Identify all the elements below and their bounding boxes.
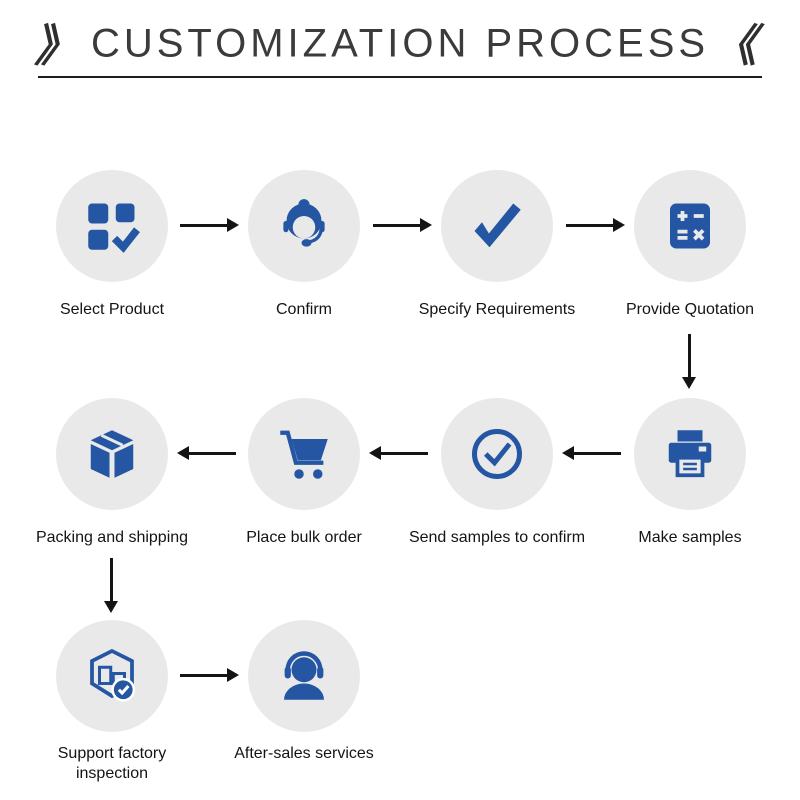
arrow-right-3 — [566, 218, 625, 232]
arrow-right-1 — [180, 218, 239, 232]
package-box-icon — [90, 430, 134, 478]
step-confirm — [248, 170, 360, 282]
checkmark-icon — [474, 203, 521, 248]
step-place-bulk-order — [248, 398, 360, 510]
arrow-right-2 — [373, 218, 432, 232]
product-grid-check-icon — [88, 203, 140, 253]
step-label-after-sales: After-sales services — [234, 745, 374, 762]
title-divider — [38, 76, 762, 78]
title-decor-left: 》 — [31, 22, 88, 71]
page-title: 》CUSTOMIZATION PROCESS《 — [0, 12, 800, 76]
arrow-right-4 — [180, 668, 239, 682]
step-label-provide-quotation: Provide Quotation — [625, 301, 755, 318]
step-label-factory-inspection: Support factory inspection — [57, 745, 167, 782]
customer-service-icon — [283, 199, 325, 247]
step-factory-inspection — [56, 620, 168, 732]
step-label-send-samples: Send samples to confirm — [408, 529, 586, 546]
step-provide-quotation — [634, 170, 746, 282]
title-decor-right: 《 — [709, 22, 767, 71]
step-packing-shipping — [56, 398, 168, 510]
arrow-left-3 — [177, 446, 236, 460]
step-label-select-product: Select Product — [59, 301, 165, 318]
step-label-place-bulk-order: Place bulk order — [246, 529, 362, 546]
calculator-icon — [670, 203, 710, 249]
arrow-down-1 — [682, 334, 696, 389]
step-specify-requirements — [441, 170, 553, 282]
step-send-samples — [441, 398, 553, 510]
step-make-samples — [634, 398, 746, 510]
title-text: CUSTOMIZATION PROCESS — [90, 21, 710, 66]
arrow-left-1 — [562, 446, 621, 460]
step-label-packing-shipping: Packing and shipping — [35, 529, 189, 546]
step-label-make-samples: Make samples — [638, 529, 742, 546]
arrow-down-2 — [104, 558, 118, 613]
step-select-product — [56, 170, 168, 282]
step-label-confirm: Confirm — [275, 301, 332, 318]
circle-check-icon — [472, 429, 522, 479]
arrow-left-2 — [369, 446, 428, 460]
step-label-specify-requirements: Specify Requirements — [418, 301, 576, 318]
printer-icon — [668, 430, 712, 478]
step-after-sales — [248, 620, 360, 732]
headphones-person-icon — [284, 651, 324, 700]
factory-inspection-icon — [90, 648, 136, 702]
shopping-cart-icon — [280, 430, 328, 479]
